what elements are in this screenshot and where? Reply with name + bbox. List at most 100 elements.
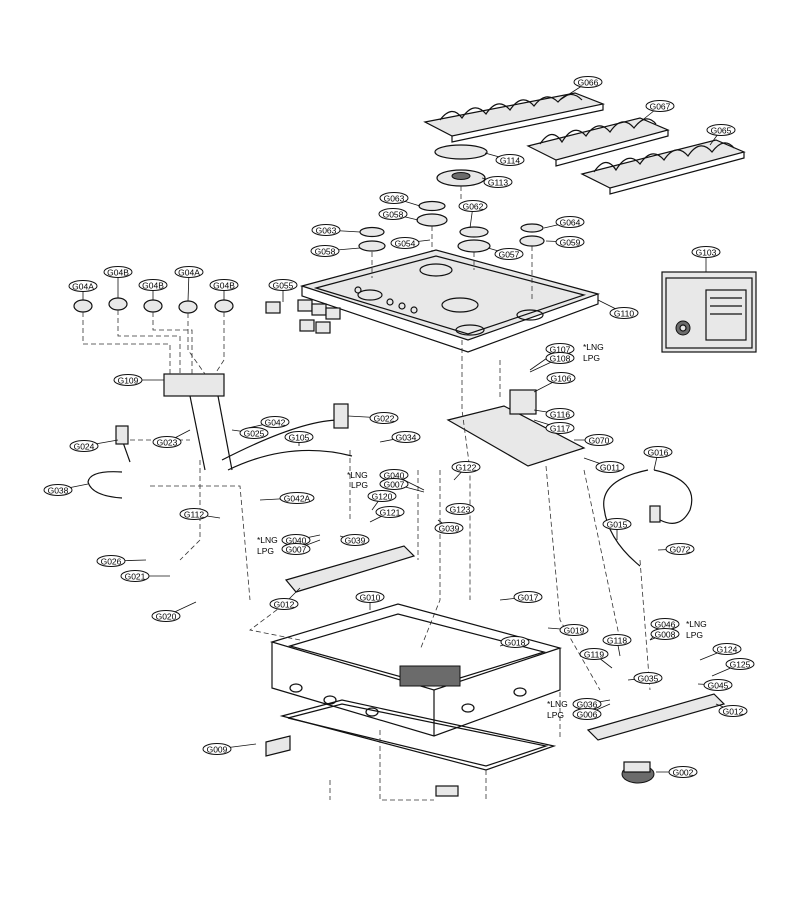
callout-g122: G122 (451, 461, 481, 481)
callout-g015: G015 (602, 518, 632, 540)
callout-text: G070 (589, 436, 610, 446)
callout-text: G109 (118, 376, 139, 386)
callout-g112: G112 (179, 508, 221, 520)
callout-bubble (355, 591, 385, 603)
callout-g024: G024 (69, 439, 119, 452)
callout-g006: G006 (572, 703, 611, 720)
callout-g04b1: G04B (103, 266, 133, 298)
callout-bubble (340, 534, 370, 546)
callout-bubble (494, 248, 524, 260)
callout-g119: G119 (579, 648, 613, 669)
callout-bubble (269, 598, 299, 610)
callout-g057: G057 (487, 247, 524, 260)
callout-bubble (103, 266, 133, 278)
callout-g008: G008 (649, 628, 680, 641)
callout-text: G039 (439, 524, 460, 534)
callout-g007a: G007 (379, 478, 425, 493)
callout-bubble (706, 124, 736, 136)
callout-labels: G066G067G065G114G113G063G058G062G063G064… (43, 76, 755, 778)
callout-text: G036 (577, 700, 598, 710)
callout-text: G04A (72, 282, 94, 292)
callout-text: G015 (607, 520, 628, 530)
callout-text: G125 (730, 660, 751, 670)
callout-bubble (545, 352, 575, 364)
callout-bubble (609, 307, 639, 319)
callout-bubble (602, 518, 632, 530)
callout-g019: G019 (547, 624, 589, 636)
callout-bubble (584, 434, 614, 446)
callout-bubble (120, 570, 150, 582)
callout-text: G107 (550, 345, 571, 355)
callout-text: G040 (384, 471, 405, 481)
callout-g04a1: G04A (68, 280, 98, 300)
callout-text: G058 (383, 210, 404, 220)
cooktop-top-panel (299, 249, 601, 353)
callout-g021: G021 (120, 570, 170, 582)
callout-bubble (379, 192, 409, 204)
callout-bubble (434, 522, 464, 534)
callout-g067: G067 (639, 100, 675, 123)
callout-text: G117 (550, 424, 570, 434)
callout-text: G04B (107, 268, 129, 278)
callout-text: G04A (178, 268, 200, 278)
callout-g045: G045 (697, 679, 733, 691)
callout-bubble (281, 543, 311, 555)
note-lpg-g007b: LPG (257, 546, 274, 556)
grate-right (580, 139, 746, 195)
callout-bubble (513, 591, 543, 603)
callout-text: G046 (655, 620, 676, 630)
callout-bubble (458, 200, 488, 212)
callout-text: G114 (500, 156, 520, 166)
callout-text: G04B (213, 281, 235, 291)
callout-g018: G018 (499, 636, 530, 648)
callout-g055: G055 (268, 279, 298, 302)
callout-bubble (311, 224, 341, 236)
callout-text: G123 (450, 505, 471, 515)
callout-bubble (279, 492, 315, 504)
callout-g034: G034 (379, 431, 421, 443)
callout-bubble (239, 427, 269, 439)
callout-g117: G117 (533, 419, 575, 434)
callout-g063a: G063 (379, 192, 421, 207)
callout-g103: G103 (691, 246, 721, 272)
part-drawings (73, 92, 757, 797)
callout-g110: G110 (597, 299, 639, 319)
callout-g016: G016 (643, 446, 673, 471)
callout-text: G105 (289, 433, 310, 443)
callout-g066: G066 (559, 76, 603, 101)
grate-center (526, 117, 670, 167)
callout-g039a: G039 (434, 519, 464, 534)
note-lpg-g007a: LPG (351, 480, 368, 490)
callout-text: G010 (360, 593, 381, 603)
callout-bubble (174, 266, 204, 278)
callout-bubble (633, 672, 663, 684)
callout-g04a2: G04A (174, 266, 204, 302)
callout-bubble (725, 658, 755, 670)
callout-g070: G070 (574, 434, 614, 446)
callout-g010: G010 (355, 591, 385, 610)
callout-bubble (712, 643, 742, 655)
callout-bubble (555, 236, 585, 248)
callout-g04b3: G04B (209, 279, 239, 300)
callout-text: G112 (184, 510, 204, 520)
callout-bubble (572, 708, 602, 720)
callout-text: G04B (142, 281, 164, 291)
callout-text: G103 (696, 248, 717, 258)
callout-text: G106 (551, 374, 572, 384)
callout-bubble (179, 508, 209, 520)
callout-text: G072 (670, 545, 691, 555)
callout-text: G066 (578, 78, 599, 88)
main-box (269, 603, 563, 737)
callout-g123: G123 (445, 503, 475, 515)
callout-bubble (500, 636, 530, 648)
knob-bezels (265, 299, 341, 334)
callout-bubble (379, 478, 409, 490)
callout-bubble (390, 237, 420, 249)
callout-bubble (138, 279, 168, 291)
callout-text: G118 (607, 636, 627, 646)
callout-g062: G062 (458, 200, 488, 229)
callout-g072: G072 (657, 543, 695, 555)
callout-g011: G011 (583, 457, 625, 473)
